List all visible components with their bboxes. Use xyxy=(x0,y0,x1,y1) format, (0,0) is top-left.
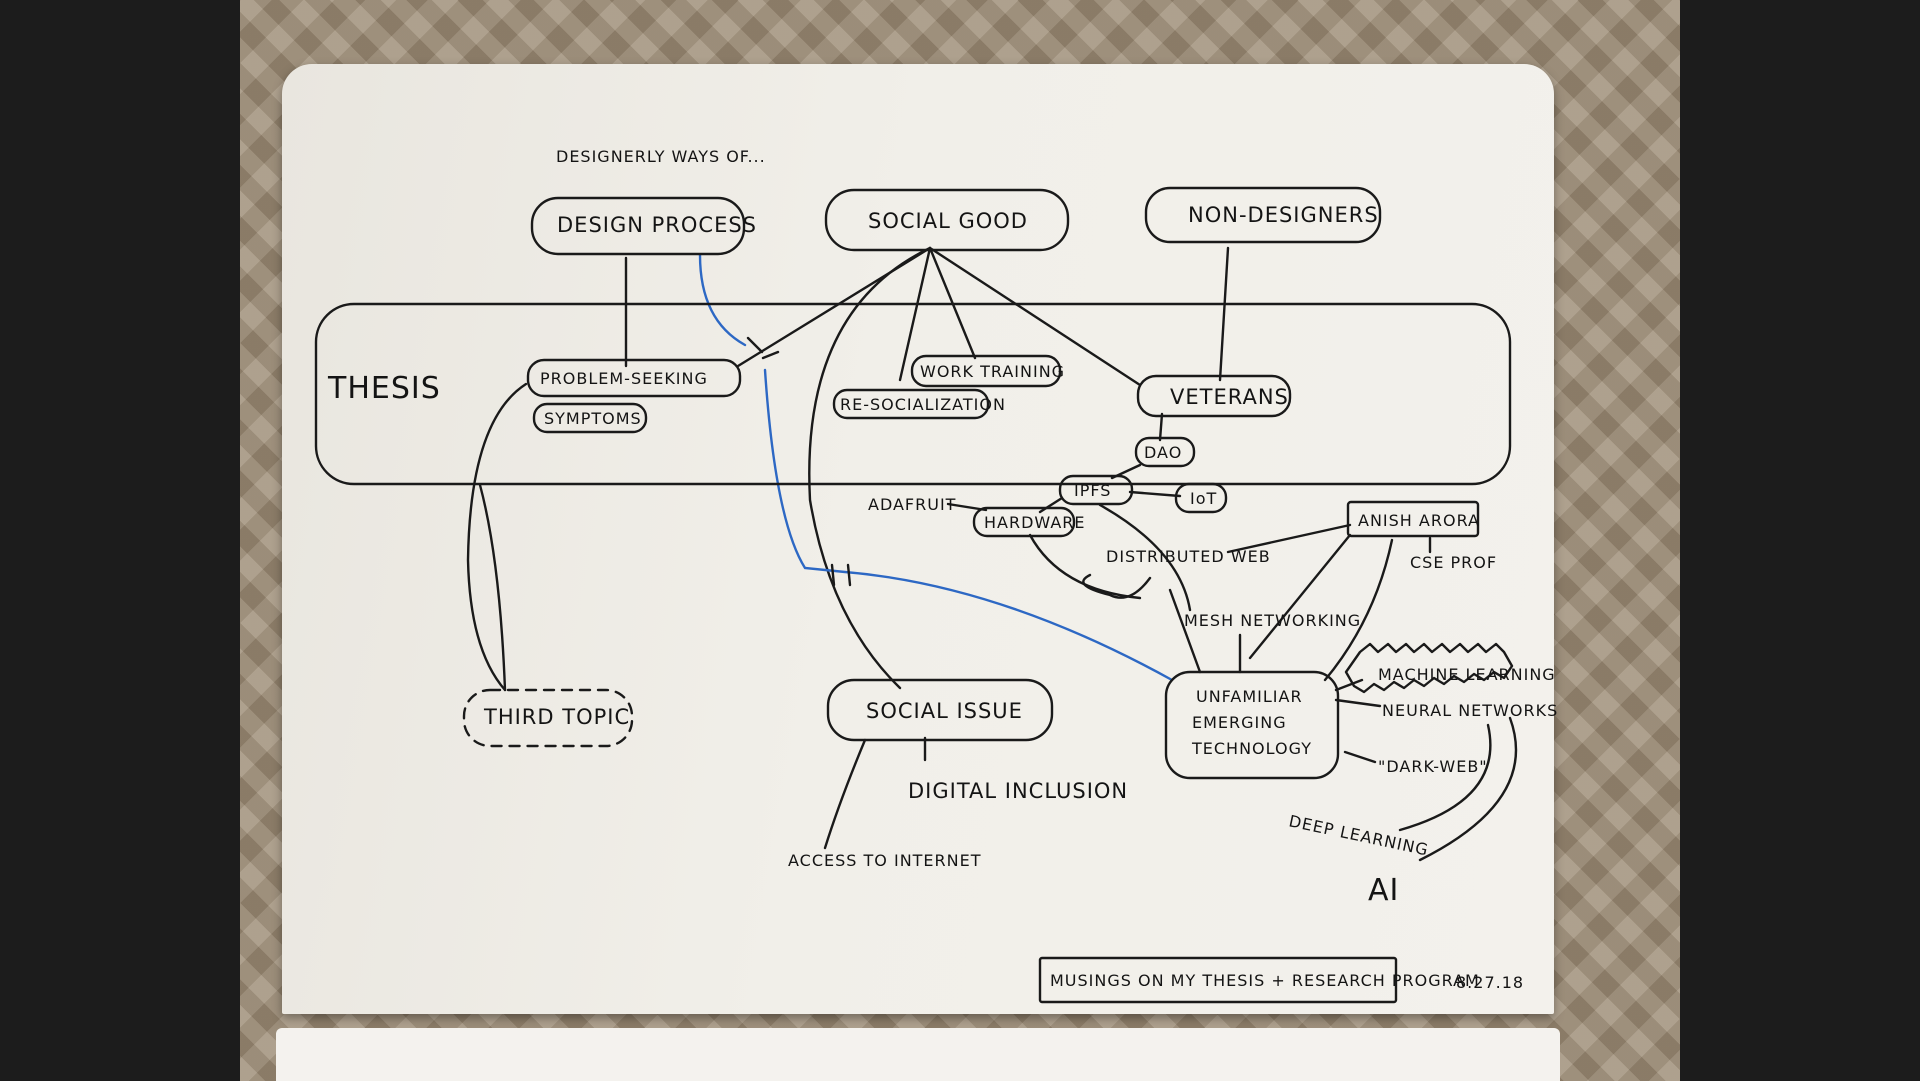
digital-inclusion-label: DIGITAL INCLUSION xyxy=(908,779,1128,803)
ipfs-label: IPFS xyxy=(1074,481,1111,500)
cse-prof-label: CSE PROF xyxy=(1410,553,1497,572)
hardware-box xyxy=(972,506,1076,538)
edge-neural-ai xyxy=(1418,716,1518,862)
re-socialization-box xyxy=(832,388,990,420)
symptoms-box xyxy=(532,402,648,434)
blue-link-lower xyxy=(763,368,1174,682)
iot-box xyxy=(1174,482,1228,514)
symptoms-label: SYMPTOMS xyxy=(544,409,642,428)
tick-mark-4 xyxy=(846,563,852,587)
edge-anish-ml xyxy=(1323,538,1394,682)
social-issue-label: SOCIAL ISSUE xyxy=(866,699,1023,723)
ipfs-box xyxy=(1058,474,1134,506)
work-training-box xyxy=(910,354,1062,388)
edge-social-issue xyxy=(808,246,932,690)
mesh-networking-label: MESH NETWORKING xyxy=(1184,611,1361,630)
veterans-label: VETERANS xyxy=(1170,385,1289,409)
neural-networks-label: NEURAL NETWORKS xyxy=(1382,701,1558,720)
problem-seeking-box xyxy=(526,358,742,398)
page-title: DESIGNERLY WAYS OF... xyxy=(556,147,766,166)
anish-arora-label: ANISH ARORA xyxy=(1358,511,1480,530)
tick-mark-1 xyxy=(746,336,764,354)
edge-social-veterans xyxy=(928,246,1142,387)
dao-label: DAO xyxy=(1144,443,1182,462)
emerging-tech-line-2: EMERGING xyxy=(1192,713,1287,732)
edge-emerging-ml xyxy=(1334,678,1364,692)
notebook-page xyxy=(282,64,1554,1014)
caption-label: MUSINGS ON MY THESIS + RESEARCH PROGRAM xyxy=(1050,971,1480,990)
social-issue-box xyxy=(826,678,1054,742)
dark-web-label: "DARK-WEB" xyxy=(1378,757,1488,776)
machine-learning-label: MACHINE LEARNING xyxy=(1378,665,1556,684)
edge-social-resocial xyxy=(898,246,932,382)
adafruit-label: ADAFRUIT xyxy=(868,495,956,514)
social-good-label: SOCIAL GOOD xyxy=(868,209,1028,233)
social-good-box xyxy=(824,188,1070,252)
edge-hardware-mesh xyxy=(1028,533,1142,600)
edge-emerging-darkweb xyxy=(1343,750,1377,764)
non-designers-box xyxy=(1144,186,1382,244)
iot-label: IoT xyxy=(1190,489,1217,508)
third-topic-box xyxy=(462,688,634,748)
anish-arora-box xyxy=(1346,500,1480,538)
edge-anish-distributed xyxy=(1226,523,1352,554)
edge-neural-deep xyxy=(1398,723,1492,832)
emerging-tech-box xyxy=(1164,670,1340,780)
edge-nondesigners-veterans xyxy=(1218,246,1230,382)
edge-distributed-emerging xyxy=(1168,588,1202,674)
work-training-label: WORK TRAINING xyxy=(920,362,1065,381)
re-socialization-label: RE-SOCIALIZATION xyxy=(840,395,1006,414)
machine-learning-cloud xyxy=(1344,642,1514,694)
edge-thesis-third xyxy=(478,483,507,692)
edge-issue-access xyxy=(823,738,867,850)
edge-emerging-neural xyxy=(1334,698,1382,708)
connectors xyxy=(466,246,1518,862)
next-notebook-page xyxy=(276,1028,1560,1081)
edge-ipfs-iot xyxy=(1128,490,1182,498)
date-label: 8.27.18 xyxy=(1456,973,1524,992)
access-to-internet-label: ACCESS TO INTERNET xyxy=(788,851,982,870)
dao-box xyxy=(1134,436,1196,468)
thesis-label: THESIS xyxy=(327,371,441,406)
tick-mark-2 xyxy=(761,350,780,360)
blue-link-design-to-emerging xyxy=(698,253,747,347)
ai-label: AI xyxy=(1368,873,1399,908)
edge-veterans-dao xyxy=(1158,412,1164,442)
third-topic-label: THIRD TOPIC xyxy=(483,705,630,729)
distributed-web-label: DISTRIBUTED WEB xyxy=(1106,547,1271,566)
design-process-box xyxy=(530,196,746,256)
hardware-label: HARDWARE xyxy=(984,513,1086,532)
tick-mark-3 xyxy=(830,563,836,587)
caption-box xyxy=(1038,956,1398,1004)
edge-anish-emerging xyxy=(1248,533,1352,660)
emerging-tech-line-1: UNFAMILIAR xyxy=(1196,687,1303,706)
deep-learning-label: DEEP LEARNING xyxy=(1287,811,1430,859)
veterans-box xyxy=(1136,374,1292,418)
design-process-label: DESIGN PROCESS xyxy=(557,213,757,237)
edge-ipfs-hardware xyxy=(1038,496,1064,514)
edge-distributed-loop xyxy=(1082,573,1152,599)
problem-seeking-label: PROBLEM-SEEKING xyxy=(540,369,708,388)
thesis-boundary xyxy=(314,302,1512,486)
emerging-tech-line-3: TECHNOLOGY xyxy=(1191,739,1312,758)
edge-problem-third xyxy=(466,382,528,692)
non-designers-label: NON-DESIGNERS xyxy=(1188,203,1379,227)
edge-ipfs-mesh xyxy=(1098,503,1192,612)
